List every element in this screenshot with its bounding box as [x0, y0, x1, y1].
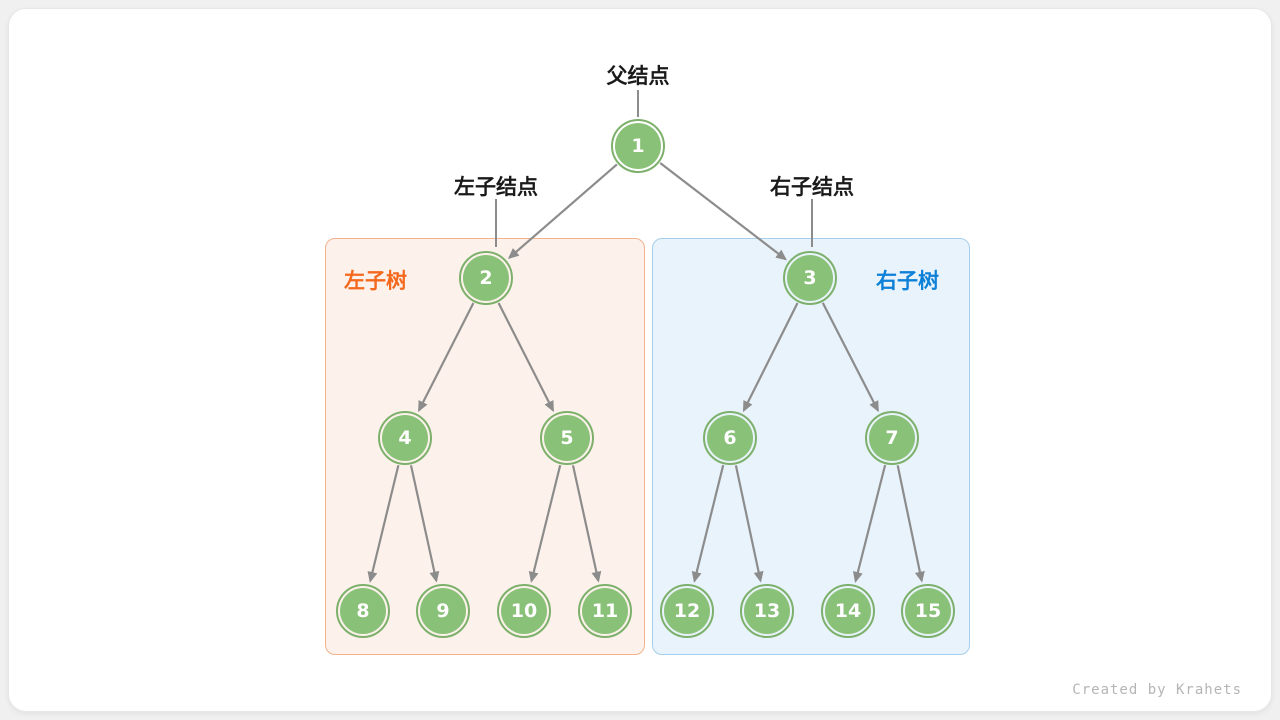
tree-node-15: 15	[901, 584, 955, 638]
tree-node-value: 11	[582, 588, 628, 634]
tree-node-value: 12	[664, 588, 710, 634]
tree-node-value: 14	[825, 588, 871, 634]
tree-node-value: 4	[382, 415, 428, 461]
tree-node-10: 10	[497, 584, 551, 638]
parent-node-label: 父结点	[606, 64, 670, 88]
tree-node-12: 12	[660, 584, 714, 638]
tree-node-value: 3	[787, 255, 833, 301]
left-subtree-label: 左子树	[344, 269, 407, 293]
tree-node-value: 10	[501, 588, 547, 634]
tree-node-3: 3	[783, 251, 837, 305]
tree-node-11: 11	[578, 584, 632, 638]
tree-node-value: 8	[340, 588, 386, 634]
tree-node-2: 2	[459, 251, 513, 305]
tree-node-value: 7	[869, 415, 915, 461]
tree-node-1: 1	[611, 119, 665, 173]
tree-node-5: 5	[540, 411, 594, 465]
tree-node-value: 13	[744, 588, 790, 634]
tree-node-14: 14	[821, 584, 875, 638]
right-subtree-label: 右子树	[876, 269, 939, 293]
tree-node-value: 15	[905, 588, 951, 634]
tree-node-value: 2	[463, 255, 509, 301]
watermark: Created by Krahets	[1072, 682, 1242, 698]
tree-node-9: 9	[416, 584, 470, 638]
tree-node-7: 7	[865, 411, 919, 465]
tree-node-value: 6	[707, 415, 753, 461]
tree-node-13: 13	[740, 584, 794, 638]
tree-node-value: 1	[615, 123, 661, 169]
tree-node-value: 9	[420, 588, 466, 634]
tree-node-6: 6	[703, 411, 757, 465]
tree-node-value: 5	[544, 415, 590, 461]
tree-node-4: 4	[378, 411, 432, 465]
tree-node-8: 8	[336, 584, 390, 638]
